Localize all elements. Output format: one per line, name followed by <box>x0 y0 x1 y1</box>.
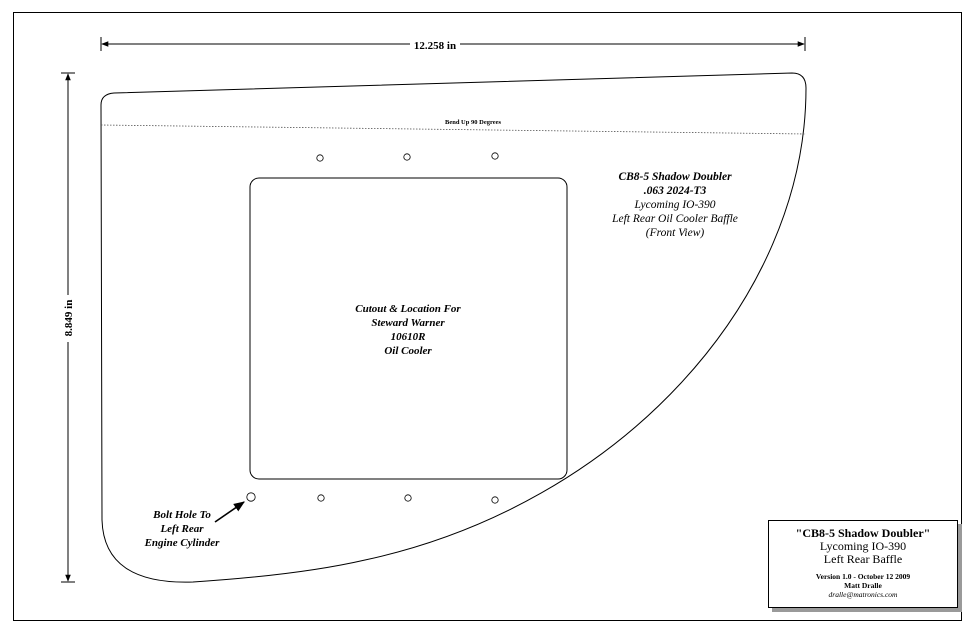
part-note-line: .063 2024-T3 <box>644 185 707 197</box>
baffle-outline <box>100 72 807 583</box>
rivet-hole <box>316 154 324 162</box>
part-notes: CB8-5 Shadow Doubler .063 2024-T3 Lycomi… <box>611 171 738 239</box>
part-note-line: CB8-5 Shadow Doubler <box>618 171 732 183</box>
rivet-hole <box>317 494 325 502</box>
cutout-note-line: Steward Warner <box>371 317 445 329</box>
part-note-line: Left Rear Oil Cooler Baffle <box>611 213 738 225</box>
cutout-note-line: 10610R <box>391 331 426 343</box>
bolt-hole-arrow <box>214 501 245 523</box>
rivet-hole <box>404 494 412 502</box>
bolt-hole <box>246 492 256 502</box>
bolt-note-line: Left Rear <box>159 523 204 535</box>
bend-line <box>100 124 807 135</box>
bolt-note-line: Engine Cylinder <box>144 537 221 549</box>
oil-cooler-cutout <box>249 177 568 480</box>
title-block-part: Left Rear Baffle <box>823 552 903 566</box>
width-dimension: 12.258 in <box>100 37 806 52</box>
part-note-line: Lycoming IO-390 <box>633 199 715 211</box>
drawing-border <box>13 12 962 621</box>
bend-line-label: Bend Up 90 Degrees <box>445 119 502 126</box>
part-note-line: (Front View) <box>646 227 705 239</box>
title-block-author: Matt Dralle <box>844 581 882 590</box>
cutout-note-line: Oil Cooler <box>384 345 432 357</box>
rivet-hole <box>403 153 411 161</box>
cutout-note-line: Cutout & Location For <box>355 303 461 315</box>
height-dimension: 8.849 in <box>61 72 75 583</box>
width-label: 12.258 in <box>414 40 456 52</box>
title-block-email: dralle@matronics.com <box>828 590 898 599</box>
rivet-hole <box>491 496 499 504</box>
title-block-version: Version 1.0 - October 12 2009 <box>815 572 911 581</box>
title-block-title: "CB8-5 Shadow Doubler" <box>795 526 931 540</box>
bolt-note-line: Bolt Hole To <box>152 509 211 521</box>
height-label: 8.849 in <box>63 300 75 337</box>
cutout-notes: Cutout & Location For Steward Warner 106… <box>355 303 461 357</box>
title-block: "CB8-5 Shadow Doubler" Lycoming IO-390 L… <box>768 520 958 608</box>
rivet-hole <box>491 152 499 160</box>
bolt-hole-notes: Bolt Hole To Left Rear Engine Cylinder <box>144 501 245 549</box>
title-block-engine: Lycoming IO-390 <box>819 539 907 553</box>
